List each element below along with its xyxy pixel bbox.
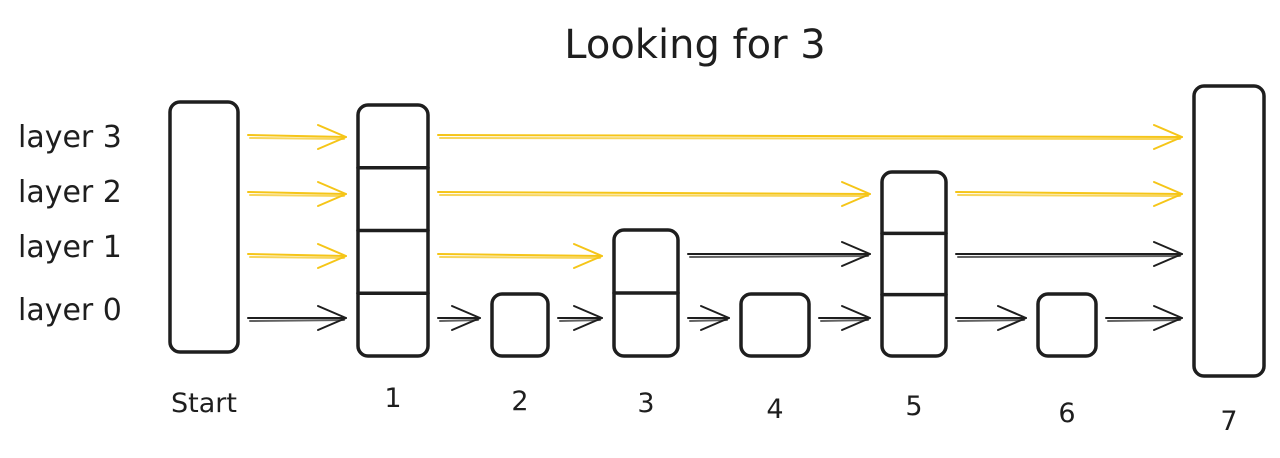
edge-layer0-n2-n3 bbox=[557, 305, 603, 331]
node-label-n5: 5 bbox=[905, 391, 922, 422]
node-label-n7: 7 bbox=[1220, 406, 1237, 437]
layer-label-1: layer 1 bbox=[18, 230, 122, 265]
node-label-n3: 3 bbox=[637, 388, 654, 419]
edge-layer0-n5-n6 bbox=[955, 305, 1027, 331]
layer-label-3: layer 3 bbox=[18, 120, 122, 155]
node-start bbox=[168, 100, 240, 354]
edge-layer0-n4-n5 bbox=[818, 305, 871, 331]
node-n2 bbox=[490, 292, 550, 358]
edge-layer0-n3-n4 bbox=[687, 305, 730, 331]
layer-label-0: layer 0 bbox=[18, 293, 122, 328]
edge-layer1-n3-n5 bbox=[687, 241, 871, 267]
edge-layer2-start-n1 bbox=[247, 181, 347, 207]
node-n7 bbox=[1192, 84, 1266, 378]
edge-layer0-start-n1 bbox=[247, 305, 347, 331]
edge-layer0-n1-n2 bbox=[437, 305, 481, 331]
edge-layer1-n5-n7 bbox=[955, 241, 1183, 267]
node-label-n6: 6 bbox=[1058, 398, 1075, 429]
edge-layer0-n6-n7 bbox=[1105, 305, 1183, 331]
node-n5 bbox=[880, 170, 948, 358]
edge-layer3-start-n1 bbox=[247, 124, 347, 150]
edge-layer2-n1-n5 bbox=[437, 181, 871, 207]
node-n4 bbox=[739, 292, 811, 358]
edge-layer3-n1-n7 bbox=[437, 124, 1183, 150]
node-label-n1: 1 bbox=[384, 383, 401, 414]
nodes-group bbox=[168, 84, 1266, 378]
edge-layer2-n5-n7 bbox=[955, 181, 1183, 207]
edge-layer1-n1-n3 bbox=[437, 243, 603, 269]
edge-layer1-start-n1 bbox=[247, 243, 347, 269]
layer-label-2: layer 2 bbox=[18, 175, 122, 210]
node-label-n2: 2 bbox=[511, 386, 528, 417]
node-label-start: Start bbox=[171, 388, 237, 419]
diagram-title: Looking for 3 bbox=[564, 22, 825, 68]
node-label-n4: 4 bbox=[766, 394, 783, 425]
labels-group: Start 1 2 3 4 5 6 7 layer 3 layer 2 layer 1 layer 0 bbox=[18, 120, 1238, 437]
node-n6 bbox=[1036, 292, 1098, 358]
edges-group bbox=[247, 124, 1183, 331]
